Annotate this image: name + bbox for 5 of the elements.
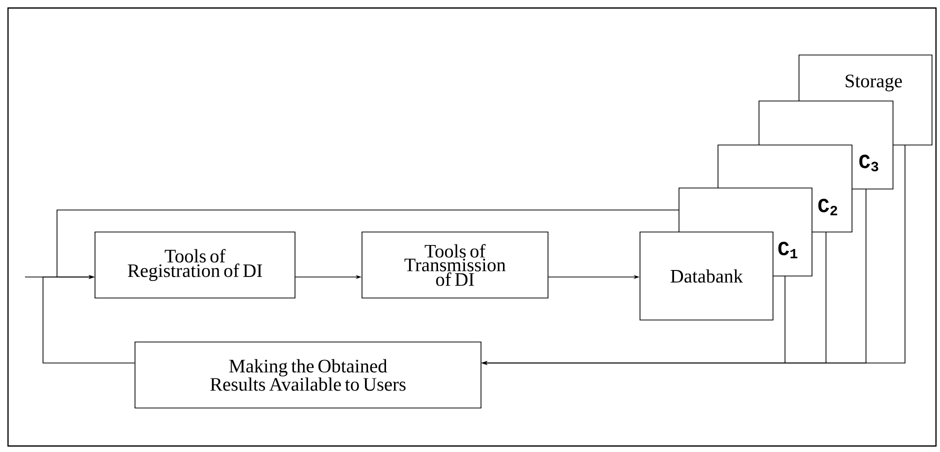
- process-box: Making the Obtained Results Available to Users: [134, 342, 482, 408]
- process-box: Tools of Transmission of DI: [362, 232, 548, 298]
- arrow: [42, 274, 136, 364]
- process-box: Tools of Registration of DI: [94, 232, 296, 298]
- databank-box: Databank: [640, 232, 774, 320]
